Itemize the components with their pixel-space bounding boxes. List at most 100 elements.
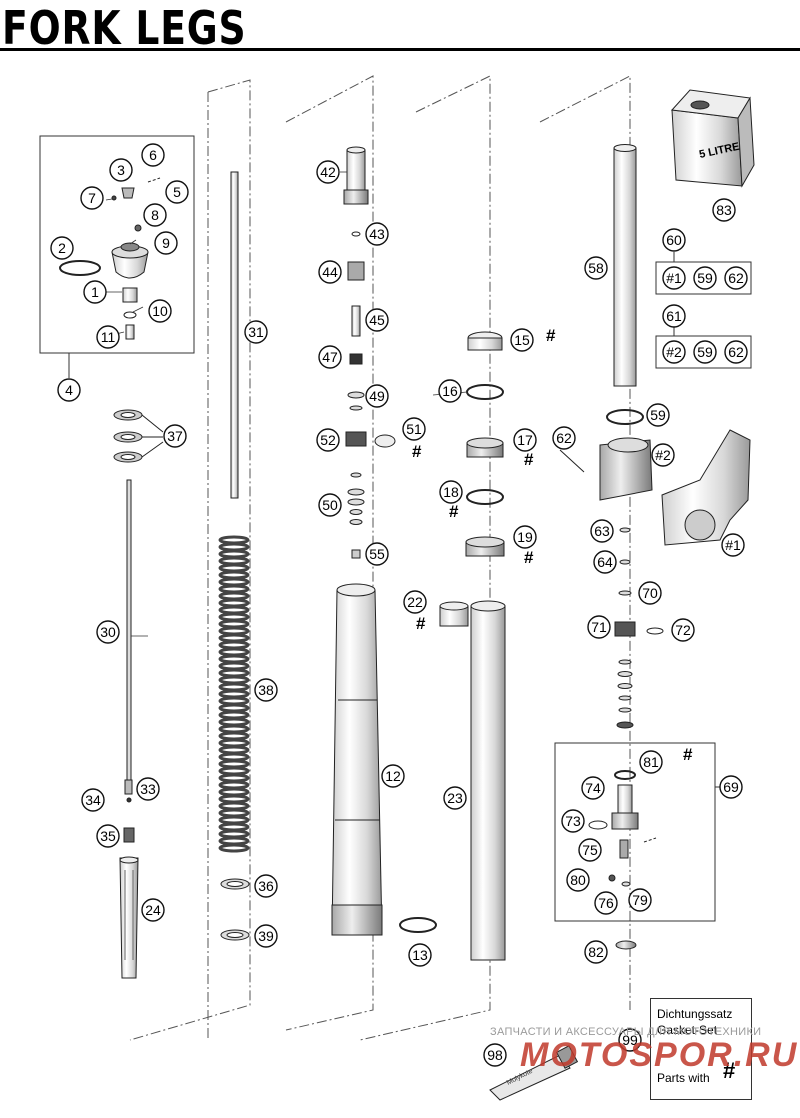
callout-38: 38	[254, 678, 278, 702]
callout-12: 12	[381, 764, 405, 788]
callout-79: 79	[628, 888, 652, 912]
callout-45: 45	[365, 308, 389, 332]
svg-text:15: 15	[514, 332, 530, 348]
gasket-set-box: Dichtungssatz Gasket-Set Parts with #	[650, 998, 752, 1100]
callout-1: 1	[83, 280, 107, 304]
callout-3: 3	[109, 158, 133, 182]
svg-text:31: 31	[248, 324, 264, 340]
svg-text:76: 76	[598, 895, 614, 911]
hash-marker-3: #	[449, 502, 459, 521]
outer-tube-12	[331, 583, 437, 936]
svg-text:24: 24	[145, 902, 161, 918]
callout-hash2: #2	[651, 443, 675, 467]
callout-33: 33	[136, 777, 160, 801]
callout-10: 10	[148, 299, 172, 323]
callout-24: 24	[141, 898, 165, 922]
svg-text:33: 33	[140, 781, 156, 797]
callout-49: 49	[365, 384, 389, 408]
callout-16: 16	[438, 379, 462, 403]
group-60-item-2: 62	[724, 266, 748, 290]
svg-text:70: 70	[642, 585, 658, 601]
svg-text:45: 45	[369, 312, 385, 328]
svg-text:59: 59	[697, 270, 713, 286]
leader-lines	[92, 171, 468, 637]
callout-18: 18	[439, 480, 463, 504]
svg-text:36: 36	[258, 878, 274, 894]
callout-9: 9	[154, 231, 178, 255]
svg-text:71: 71	[591, 619, 607, 635]
callout-39: 39	[254, 924, 278, 948]
svg-text:51: 51	[406, 421, 422, 437]
group-60-item-1: 59	[693, 266, 717, 290]
svg-text:5: 5	[173, 184, 181, 200]
svg-text:75: 75	[582, 842, 598, 858]
svg-text:50: 50	[322, 497, 338, 513]
callout-58: 58	[584, 256, 608, 280]
svg-text:62: 62	[556, 430, 572, 446]
group-61-item-0: #2	[662, 340, 686, 364]
title-rule	[0, 48, 800, 51]
callout-64: 64	[593, 550, 617, 574]
svg-text:58: 58	[588, 260, 604, 276]
group-60-item-0: #1	[662, 266, 686, 290]
callout-31: 31	[244, 320, 268, 344]
svg-text:55: 55	[369, 546, 385, 562]
group-box-61	[655, 335, 752, 369]
svg-text:72: 72	[675, 622, 691, 638]
cap-assembly	[59, 177, 161, 340]
callout-37: 37	[163, 424, 187, 448]
svg-text:59: 59	[650, 407, 666, 423]
callout-19: 19	[513, 525, 537, 549]
damper-rod	[119, 479, 139, 979]
callout-11: 11	[96, 325, 120, 349]
callout-hash1: #1	[721, 533, 745, 557]
gasket-line1: Dichtungssatz	[657, 1007, 733, 1021]
svg-text:6: 6	[149, 147, 157, 163]
callout-2: 2	[50, 236, 74, 260]
callout-23: 23	[443, 786, 467, 810]
callout-5: 5	[165, 180, 189, 204]
seals-and-tube	[439, 331, 506, 961]
svg-text:52: 52	[320, 432, 336, 448]
callout-42: 42	[316, 160, 340, 184]
watermark-text: ЗАПЧАСТИ И АКСЕССУАРЫ ДЛЯ МОТОТЕХНИКИ	[490, 1026, 762, 1038]
parts-with-label: Parts with	[657, 1071, 710, 1085]
callout-63: 63	[590, 519, 614, 543]
callout-62: 62	[552, 426, 576, 450]
svg-text:35: 35	[100, 828, 116, 844]
callout-69: 69	[719, 775, 743, 799]
grease-tube	[489, 1045, 579, 1101]
callout-44: 44	[318, 260, 342, 284]
svg-text:9: 9	[162, 235, 170, 251]
svg-text:13: 13	[412, 947, 428, 963]
group-box-60	[655, 261, 752, 295]
callout-43: 43	[365, 222, 389, 246]
callout-17: 17	[513, 428, 537, 452]
svg-text:16: 16	[442, 383, 458, 399]
hash-marker-2: #	[524, 450, 534, 469]
oil-canister	[670, 89, 755, 188]
callout-60: 60	[662, 228, 686, 252]
svg-text:4: 4	[65, 382, 73, 398]
callout-61: 61	[662, 304, 686, 328]
callout-74: 74	[581, 776, 605, 800]
hash-marker-1: #	[412, 442, 422, 461]
svg-text:98: 98	[487, 1047, 503, 1063]
svg-text:44: 44	[322, 264, 338, 280]
rod-31	[230, 171, 239, 499]
callout-81: 81	[639, 750, 663, 774]
callout-80: 80	[566, 868, 590, 892]
svg-text:11: 11	[101, 329, 116, 345]
callout-99: 99	[618, 1028, 642, 1052]
callout-47: 47	[318, 345, 342, 369]
svg-text:42: 42	[320, 164, 336, 180]
svg-text:60: 60	[666, 232, 682, 248]
svg-text:23: 23	[447, 790, 463, 806]
svg-text:30: 30	[100, 624, 116, 640]
svg-text:64: 64	[597, 554, 613, 570]
spring-38	[218, 535, 250, 853]
parts-with-hash: #	[723, 1058, 736, 1083]
callout-34: 34	[81, 788, 105, 812]
svg-text:17: 17	[517, 432, 533, 448]
group-box-69	[554, 742, 716, 922]
